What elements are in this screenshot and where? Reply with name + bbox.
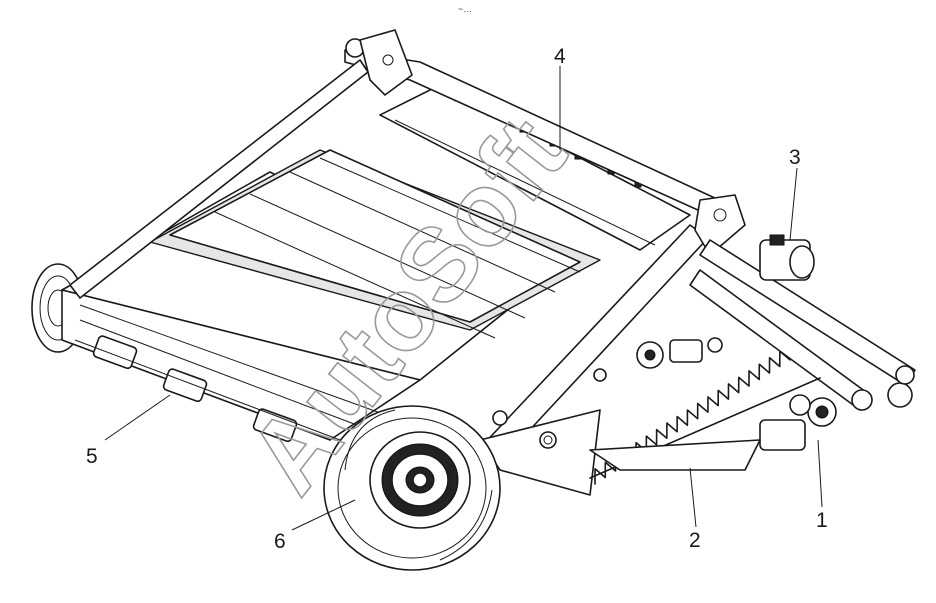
drive-wheel xyxy=(323,405,501,571)
callout-5: 5 xyxy=(86,445,98,468)
leader-6 xyxy=(291,499,356,531)
upper-frame xyxy=(69,29,731,299)
drive-motor xyxy=(759,234,815,281)
leader-2 xyxy=(689,467,697,528)
callout-3: 3 xyxy=(789,146,801,169)
conveyor-assembly xyxy=(31,29,916,571)
callout-labels: 1 2 3 4 5 6 xyxy=(86,45,828,553)
hydraulic-unit xyxy=(759,394,837,451)
callout-4: 4 xyxy=(554,45,566,68)
callout-1: 1 xyxy=(816,509,828,532)
leader-1 xyxy=(817,439,823,508)
lower-guide-rods xyxy=(74,335,341,443)
mid-gears xyxy=(593,337,723,382)
callout-2: 2 xyxy=(689,529,701,552)
callout-leaders xyxy=(104,66,823,531)
right-end-frame xyxy=(689,194,916,411)
conveyor-deck xyxy=(61,149,601,441)
leader-5 xyxy=(104,394,171,441)
lower-bracket xyxy=(589,439,761,471)
callout-6: 6 xyxy=(274,530,286,553)
leader-3 xyxy=(789,167,798,241)
header-mark: ~… xyxy=(458,4,472,14)
